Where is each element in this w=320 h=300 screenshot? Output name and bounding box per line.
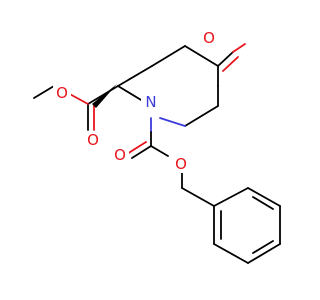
bond-ester-o-methyl [33,85,55,99]
bond-ph-inner-b [252,240,274,254]
bond-carbamate-carbon-o-double-b [126,141,147,155]
bond-c2-ester-carbon [87,85,119,105]
bond-ch2-phenyl [181,187,215,207]
ring-nitrogen-label: N [145,93,156,111]
wedge-bonds [92,84,117,108]
bonds [33,43,281,264]
bond-ph-4-5 [247,243,281,264]
bond-carbamate-carbon-o-single [150,145,169,157]
ester-ether-oxygen-label: O [56,84,68,102]
bond-c5-o-ketone-c [232,43,246,53]
carbamate-ether-oxygen-label: O [175,155,187,173]
bond-ph-5-6 [213,243,249,264]
bond-c4-c5 [184,45,219,67]
label-bg-carbamate-ether [172,155,190,173]
bond-c3-c4 [151,45,186,67]
stereo-wedge-c2-ester [92,84,117,108]
molecule-structure: O O O N O O [33,29,281,264]
atom-labels: O O O N O O [53,29,218,173]
ketone-oxygen-label: O [203,29,215,47]
bond-c6-n [184,105,219,127]
bond-ph-1-2 [213,187,249,207]
label-bg-ester-ether [53,84,71,102]
bond-ph-2-3 [247,187,281,207]
carbamate-carbonyl-oxygen-label: O [114,146,126,164]
label-bg-carbamate-carbonyl [111,146,129,164]
bond-carbamate-carbon-o-double-a [131,145,152,159]
ester-carbonyl-oxygen-label: O [87,131,99,149]
bond-c5-o-ketone-a [217,51,234,67]
label-bg-nitrogen [141,92,161,112]
label-bg-ester-carbonyl [84,131,102,149]
bond-ph-inner-a [252,196,274,210]
bond-c5-o-ketone-b [222,56,239,72]
bond-c2-c3 [117,65,153,87]
bond-n-c6-half [159,117,186,127]
label-bg-ketone [200,29,218,47]
